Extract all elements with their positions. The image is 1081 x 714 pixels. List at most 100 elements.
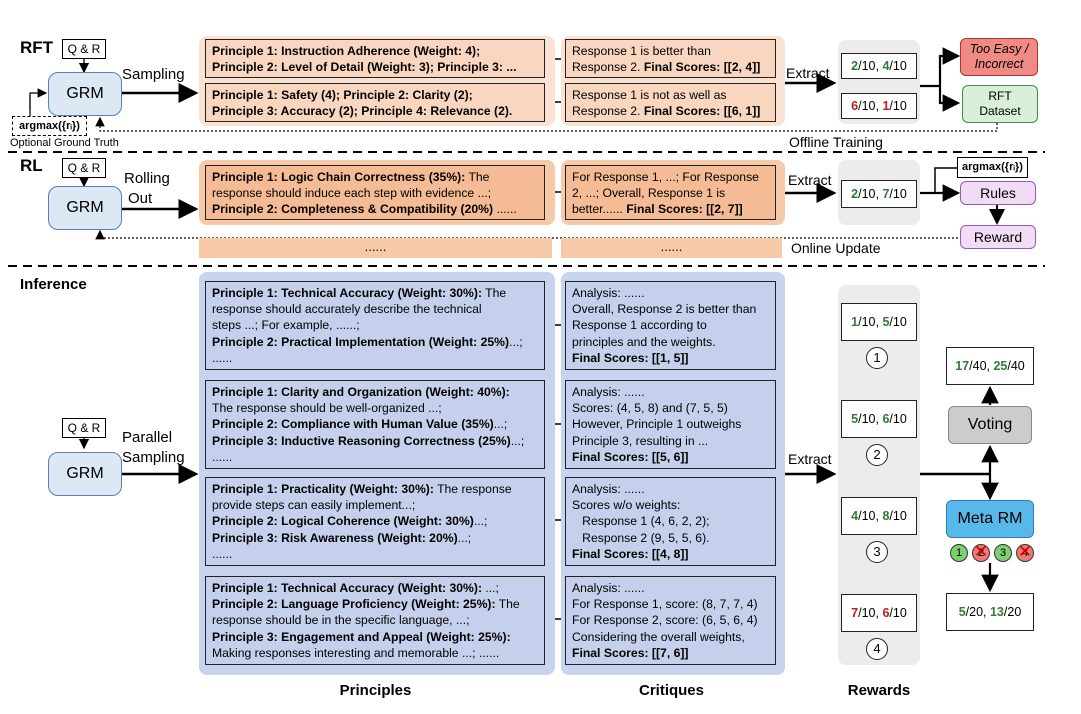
inf-critique-2-line-5: Final Scores: [[5, 6]] [572, 449, 769, 465]
rft-qa-box: Q & R [62, 39, 106, 59]
inf-critique-2-line-3-seg-1: However, Principle 1 outweighs [572, 417, 742, 432]
inf-critique-4-line-3: For Response 2, score: (6, 5, 6, 4) [572, 612, 769, 628]
rl-critiques-ellipsis: ...... [561, 238, 782, 258]
inf-extract-label: Extract [788, 451, 832, 467]
inf-principle-3-line-1-seg-2: The response [433, 482, 512, 496]
meta-mark-1-check-icon: 1 [950, 544, 968, 562]
meta-rm-marks: 1 2✕ 3 4✕ [950, 542, 1040, 562]
meta-mark-4-cross-icon: 4✕ [1016, 542, 1034, 562]
rft-grm-box: GRM [48, 72, 122, 116]
meta-mark-2-cross-icon: 2✕ [972, 542, 990, 562]
rl-score-denom-b: /10 [889, 187, 907, 201]
inf-principle-1-line-5: ...... [212, 350, 538, 366]
inf-reward-3-a: 4 [851, 509, 859, 523]
section-inference: Inference [20, 276, 87, 293]
inf-reward-3-b: 8 [882, 509, 890, 523]
voting-result-b-denom: /40 [1007, 359, 1025, 373]
inf-reward-index-2: 2 [866, 444, 888, 466]
inf-critique-4-line-2-seg-1: For Response 1, score: (8, 7, 7, 4) [572, 597, 758, 612]
rft-score-2-b: 1 [882, 99, 890, 113]
footer-principles: Principles [339, 682, 412, 699]
rl-critique-line-2: 2, ...; Overall, Response 1 is [572, 186, 726, 201]
rft-argmax-box: argmax({rᵢ}) [12, 116, 87, 136]
rl-score-b: 7 [882, 187, 890, 201]
voting-result-a: 17 [955, 359, 970, 373]
rl-qa-box: Q & R [62, 158, 106, 178]
inf-parallel-line-1: Parallel [122, 429, 173, 446]
inf-principle-1-line-3-seg-1: steps ...; For example, ......; [212, 318, 360, 333]
inf-critique-2-line-2: Scores: (4, 5, 8) and (7, 5, 5) [572, 400, 769, 416]
rft-score-1-b: 4 [882, 59, 890, 73]
inf-principle-3-line-3: Principle 2: Logical Coherence (Weight: … [212, 513, 538, 529]
rft-critique-box-2: Response 1 is not as well as Response 2.… [565, 83, 776, 122]
inf-critique-2-line-1: Analysis: ...... [572, 384, 769, 400]
inf-critique-2-line-4: Principle 3, resulting in ... [572, 433, 769, 449]
inf-reward-2-denom-b: /10 [889, 412, 907, 426]
meta-mark-4-label: 4 [1021, 547, 1029, 559]
inf-principle-3-line-5-seg-1: ...... [212, 546, 233, 561]
online-update-label: Online Update [789, 240, 883, 256]
rl-rolling-out-label: Rolling Out [124, 169, 170, 209]
inf-principle-2-line-3-seg-1: Principle 2: Compliance with Human Value… [212, 417, 494, 432]
inf-reward-3-denom-b: /10 [889, 509, 907, 523]
rft-critique-2-score: Final Scores: [[6, 1]] [643, 104, 761, 119]
inf-critique-2-line-2-seg-1: Scores: (4, 5, 8) and (7, 5, 5) [572, 401, 728, 416]
inf-critique-4-line-3-seg-1: For Response 2, score: (6, 5, 6, 4) [572, 613, 758, 628]
meta-result-b-denom: /20 [1003, 605, 1022, 619]
rl-principle-box: Principle 1: Logic Chain Correctness (35… [205, 165, 545, 220]
inf-qa-box: Q & R [62, 418, 106, 438]
inf-reward-1-a: 1 [851, 315, 859, 329]
inf-principle-2-line-5: ...... [212, 449, 538, 465]
meta-result-b: 13 [989, 605, 1004, 619]
rl-principle-2-title: Principle 2: Completeness & Compatibilit… [212, 202, 494, 217]
voting-result: 17/40, 25/40 [946, 347, 1034, 385]
inf-principle-1-line-1: Principle 1: Technical Accuracy (Weight:… [212, 285, 538, 301]
rl-critique-box: For Response 1, ...; For Response 2, ...… [565, 165, 776, 220]
inf-critique-box-1: Analysis: ......Overall, Response 2 is b… [565, 281, 776, 370]
inf-reward-index-4: 4 [866, 638, 888, 660]
inf-principle-4-line-5-seg-1: Making responses interesting and memorab… [212, 645, 500, 660]
inf-principle-4-line-2-seg-1: Principle 2: Language Proficiency (Weigh… [212, 597, 496, 612]
inf-principle-2-line-3-seg-2: ...; [493, 417, 508, 432]
meta-mark-2-label: 2 [977, 547, 985, 559]
inf-critique-1-line-1: Analysis: ...... [572, 285, 769, 301]
section-rft: RFT [20, 38, 54, 57]
inf-principle-2-line-1-seg-1: Principle 1: Clarity and Organization (W… [212, 385, 510, 399]
inf-principle-2-line-5-seg-1: ...... [212, 449, 233, 464]
inf-principle-3-line-2-seg-1: provide steps can easily implement...; [212, 498, 416, 513]
inf-principle-4-line-2: Principle 2: Language Proficiency (Weigh… [212, 596, 538, 612]
inf-principle-1-line-1-seg-1: Principle 1: Technical Accuracy (Weight:… [212, 286, 483, 300]
inf-principle-1-line-3: steps ...; For example, ......; [212, 317, 538, 333]
inf-critique-4-line-4-seg-1: Considering the overall weights, [572, 629, 745, 644]
too-easy-line-2: Incorrect [974, 57, 1024, 71]
inf-reward-2-a: 5 [851, 412, 859, 426]
inf-principle-4-line-4-seg-1: Principle 3: Engagement and Appeal (Weig… [212, 629, 511, 644]
rl-principle-line-2: response should induce each step with ev… [212, 186, 492, 201]
inf-critique-4-line-5-seg-1: Final Scores: [[7, 6]] [572, 645, 689, 660]
inf-principle-3-line-3-seg-2: ...; [473, 514, 488, 529]
rft-principle-2-line-2: Principle 3: Accuracy (2); Principle 4: … [212, 104, 513, 119]
rft-score-1: 2/10, 4/10 [841, 53, 917, 79]
inf-critique-3-line-1-seg-1: Analysis: ...... [572, 482, 645, 496]
rft-extract-label: Extract [786, 65, 830, 81]
rft-optional-gt: Optional Ground Truth [10, 137, 119, 149]
inf-principle-4-line-5: Making responses interesting and memorab… [212, 645, 538, 661]
too-easy-line-1: Too Easy / [969, 42, 1029, 56]
inf-principle-2-line-2: The response should be well-organized ..… [212, 400, 538, 416]
inf-principle-3-line-4: Principle 3: Risk Awareness (Weight: 20%… [212, 530, 538, 546]
rl-score: 2/10, 7/10 [841, 180, 917, 208]
reward-box: Reward [960, 225, 1036, 249]
rft-score-2-denom-b: /10 [889, 99, 907, 113]
inf-reward-index-1: 1 [866, 347, 888, 369]
rl-principle-1-rest: The [465, 170, 490, 184]
offline-training-label: Offline Training [787, 134, 885, 150]
rft-score-1-a: 2 [851, 59, 859, 73]
inf-reward-score-1: 1/10, 5/10 [841, 303, 917, 341]
inf-principle-2-line-3: Principle 2: Compliance with Human Value… [212, 416, 538, 432]
inf-critique-1-line-2: Overall, Response 2 is better than [572, 301, 769, 317]
inf-principle-1-line-2: response should accurately describe the … [212, 301, 538, 317]
section-rl: RL [20, 156, 43, 175]
inf-reward-4-b: 6 [882, 606, 890, 620]
inf-principle-2-line-4-seg-1: Principle 3: Inductive Reasoning Correct… [212, 433, 511, 448]
voting-result-b: 25 [993, 359, 1008, 373]
